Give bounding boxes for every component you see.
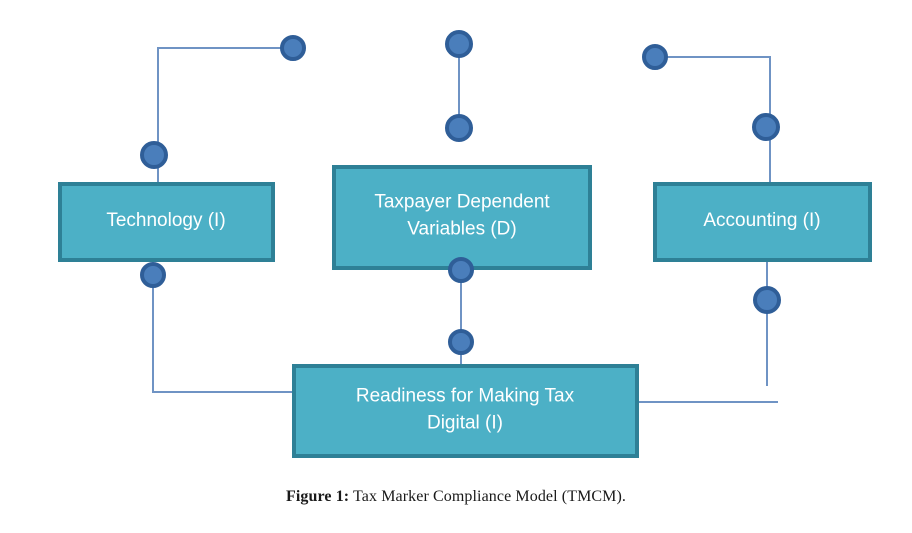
node-accounting[interactable]: Accounting (I) bbox=[653, 182, 872, 262]
node-label-accounting: Accounting (I) bbox=[703, 210, 820, 231]
connector-node-dot bbox=[140, 141, 168, 169]
node-label-taxpayer-dependent-variables: Variables (D) bbox=[407, 219, 516, 240]
connector-node-dot bbox=[752, 113, 780, 141]
connector-node-dot bbox=[642, 44, 668, 70]
connector-technology-to-readiness bbox=[152, 264, 294, 393]
figure-caption: Figure 1: Tax Marker Compliance Model (T… bbox=[0, 488, 912, 506]
tax-marker-compliance-model-diagram: Technology (I) Taxpayer DependentVariable… bbox=[58, 30, 872, 458]
connector-node-dot bbox=[445, 30, 473, 58]
connector-node-dot bbox=[753, 286, 781, 314]
connector-node-dot bbox=[445, 114, 473, 142]
node-label-technology: Technology (I) bbox=[106, 210, 225, 231]
connector-technology-top-elbow bbox=[157, 47, 293, 200]
node-label-readiness-for-making-tax-digital: Digital (I) bbox=[427, 413, 503, 434]
node-box-technology[interactable] bbox=[58, 182, 275, 262]
connector-node-dot bbox=[448, 329, 474, 355]
connector-node-dot bbox=[140, 262, 166, 288]
node-box-readiness-for-making-tax-digital[interactable] bbox=[292, 364, 639, 458]
node-label-taxpayer-dependent-variables: Taxpayer Dependent bbox=[374, 192, 550, 213]
connector-node-dot bbox=[280, 35, 306, 61]
connector-accounting-top-elbow bbox=[655, 56, 771, 200]
node-box-accounting[interactable] bbox=[653, 182, 872, 262]
node-box-taxpayer-dependent-variables[interactable] bbox=[332, 165, 592, 270]
node-technology[interactable]: Technology (I) bbox=[58, 182, 275, 262]
boxes-layer: Technology (I) Taxpayer DependentVariable… bbox=[58, 165, 872, 458]
connector-dots-layer bbox=[140, 30, 781, 355]
figure-caption-text: Tax Marker Compliance Model (TMCM). bbox=[349, 488, 627, 505]
figure-caption-prefix: Figure 1: bbox=[285, 488, 350, 505]
connector-node-dot bbox=[448, 257, 474, 283]
node-label-readiness-for-making-tax-digital: Readiness for Making Tax bbox=[356, 386, 575, 407]
